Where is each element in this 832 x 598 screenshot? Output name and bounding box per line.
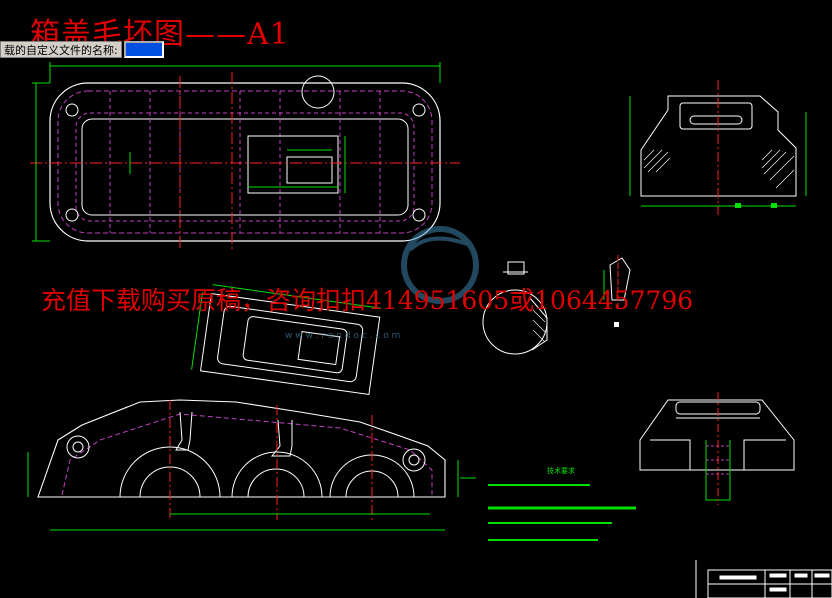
side-view: [639, 392, 795, 505]
top-view: [30, 62, 460, 250]
site-logo-watermark: [401, 226, 479, 304]
command-bar: 载的自定义文件的名称:: [0, 41, 164, 58]
site-watermark-text: w w w . r e n d o c . c o m: [285, 331, 401, 341]
front-view: [27, 399, 476, 531]
small-section: [603, 255, 631, 327]
filename-input[interactable]: [123, 41, 164, 58]
tech-requirement-lines: [488, 484, 636, 541]
purchase-watermark: 充值下载购买原稿，咨询扣扣414951605或1064457796: [41, 286, 694, 315]
command-prompt: 载的自定义文件的名称:: [0, 41, 122, 58]
detail-view: [482, 261, 548, 355]
inspection-cover: [191, 284, 382, 396]
section-a-a: [629, 80, 807, 215]
title-block: [695, 560, 832, 598]
tech-requirements-heading: 技术要求: [547, 467, 575, 475]
